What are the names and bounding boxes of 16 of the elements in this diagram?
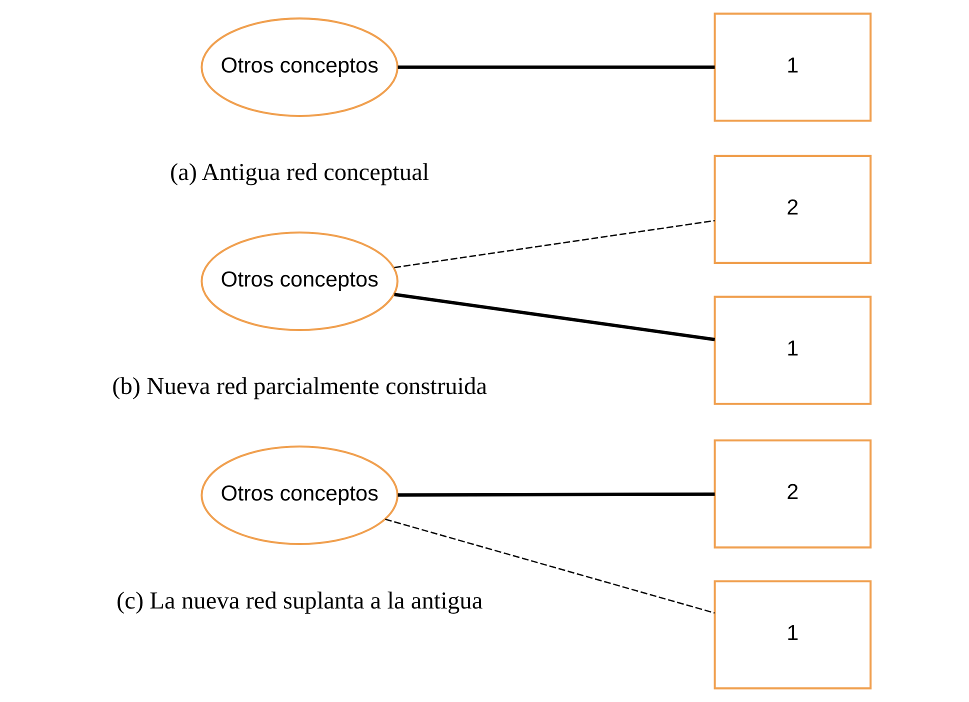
node-ellipse: Otros conceptos (200, 17, 398, 117)
connector (394, 292, 716, 342)
label: (a) Antigua red conceptual (170, 159, 430, 186)
node-box: 1 (714, 580, 872, 690)
label: (c) La nueva red suplanta a la antigua (116, 587, 483, 614)
node-box: 1 (714, 12, 872, 122)
connector (385, 518, 715, 614)
node-box: 1 (714, 296, 872, 405)
node-box: 2 (714, 439, 872, 548)
label: (b) Nueva red parcialmente construida (112, 373, 488, 400)
connector (398, 492, 715, 497)
node-ellipse: Otros conceptos (200, 231, 398, 332)
node-box: 2 (714, 154, 872, 264)
node-ellipse: Otros conceptos (200, 446, 398, 546)
connector (398, 66, 715, 69)
connector (394, 220, 715, 268)
